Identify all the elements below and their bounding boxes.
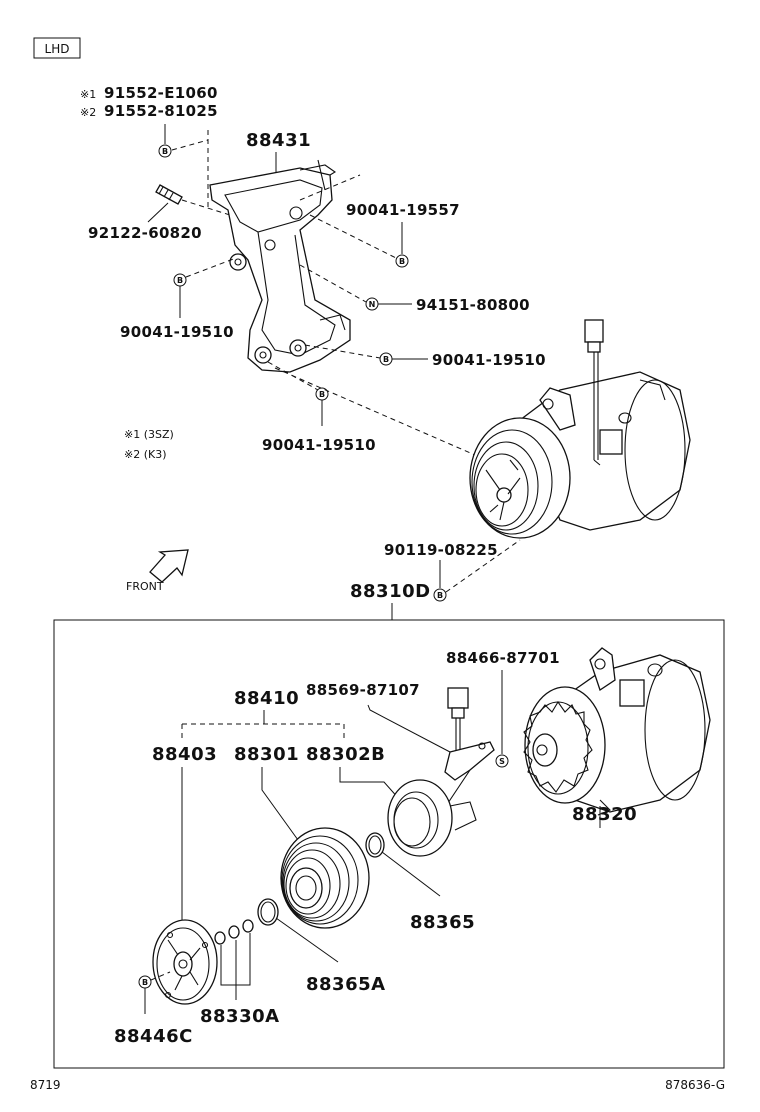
label-88310D: 88310D: [350, 581, 431, 602]
harness-88569: [444, 687, 495, 809]
snap-ring-88365: [365, 832, 385, 858]
label-88301: 88301: [234, 744, 299, 765]
leader-88301: [261, 767, 299, 841]
dash-19557: [309, 214, 397, 259]
marker-b-left: B: [173, 273, 187, 287]
marker-n: N: [365, 297, 379, 311]
note2-part: 91552-81025: [104, 102, 218, 120]
marker-b-19557: B: [395, 254, 409, 268]
coil-88302B: [387, 779, 477, 857]
svg-text:B: B: [142, 978, 148, 987]
lhd-label: LHD: [45, 42, 70, 56]
note1-symbol: ※1: [80, 88, 96, 101]
compressor-88320: [523, 647, 711, 816]
assembly-frame: [53, 619, 725, 1069]
shims-88330A: [214, 919, 254, 945]
dash-b-right-mid: [304, 344, 381, 359]
hub-88403: [152, 919, 218, 1005]
dash-b-left: [185, 257, 237, 278]
leader-88365: [381, 851, 441, 897]
marker-s: S: [495, 754, 509, 768]
svg-text:B: B: [319, 390, 325, 399]
leader-88365A: [275, 917, 339, 963]
label-88446C: 88446C: [114, 1026, 193, 1047]
footer-left: 8719: [30, 1078, 61, 1092]
dash-88446C: [150, 971, 171, 981]
marker-b-right-mid: B: [379, 352, 393, 366]
svg-text:S: S: [499, 757, 505, 766]
label-88365A: 88365A: [306, 974, 386, 995]
label-88302B: 88302B: [306, 744, 385, 765]
legend-1: ※1 (3SZ): [124, 428, 174, 441]
label-88365: 88365: [410, 912, 475, 933]
label-88466-87701: 88466-87701: [446, 649, 560, 667]
label-88569-87107: 88569-87107: [306, 681, 420, 699]
label-88330A: 88330A: [200, 1006, 280, 1027]
label-88431: 88431: [246, 130, 311, 151]
svg-text:B: B: [437, 591, 443, 600]
dash-90119: [445, 539, 521, 593]
footer-right: 878636-G: [665, 1078, 725, 1092]
legend-2: ※2 (K3): [124, 448, 167, 461]
svg-text:B: B: [399, 257, 405, 266]
front-label: FRONT: [126, 580, 164, 593]
leader-88569: [367, 704, 451, 753]
stud-bolt-92122: [155, 184, 183, 205]
front-arrow: [149, 549, 189, 583]
note2-symbol: ※2: [80, 106, 96, 119]
label-90041-19510-c: 90041-19510: [262, 436, 376, 454]
label-90041-19510-b: 90041-19510: [432, 351, 546, 369]
dash-n: [299, 264, 367, 303]
marker-b-90119: B: [433, 588, 447, 602]
label-88403: 88403: [152, 744, 217, 765]
snap-ring-88365A: [257, 898, 279, 926]
label-94151-80800: 94151-80800: [416, 296, 530, 314]
pulley-88301: [280, 827, 370, 929]
dash-b-top: [171, 139, 209, 151]
svg-text:B: B: [162, 147, 168, 156]
label-88410: 88410: [234, 688, 299, 709]
label-90119-08225: 90119-08225: [384, 541, 498, 559]
marker-b-top: B: [158, 144, 172, 158]
leader-88302B: [339, 767, 401, 801]
dash-bracket-right: [299, 174, 361, 201]
dash-to-compressor: [274, 367, 476, 456]
label-90041-19557: 90041-19557: [346, 201, 460, 219]
leader-92122: [147, 202, 169, 223]
label-90041-19510-a: 90041-19510: [120, 323, 234, 341]
bracket-88431: [209, 159, 351, 373]
compressor-assembly-upper: [469, 319, 691, 539]
label-88320: 88320: [572, 804, 637, 825]
marker-b-88446C: B: [138, 975, 152, 989]
note1-part: 91552-E1060: [104, 84, 218, 102]
svg-text:B: B: [177, 276, 183, 285]
lhd-box: [33, 37, 81, 59]
label-92122-60820: 92122-60820: [88, 224, 202, 242]
dash-88410-bracket: [182, 723, 345, 740]
svg-text:N: N: [369, 300, 376, 309]
svg-text:B: B: [383, 355, 389, 364]
